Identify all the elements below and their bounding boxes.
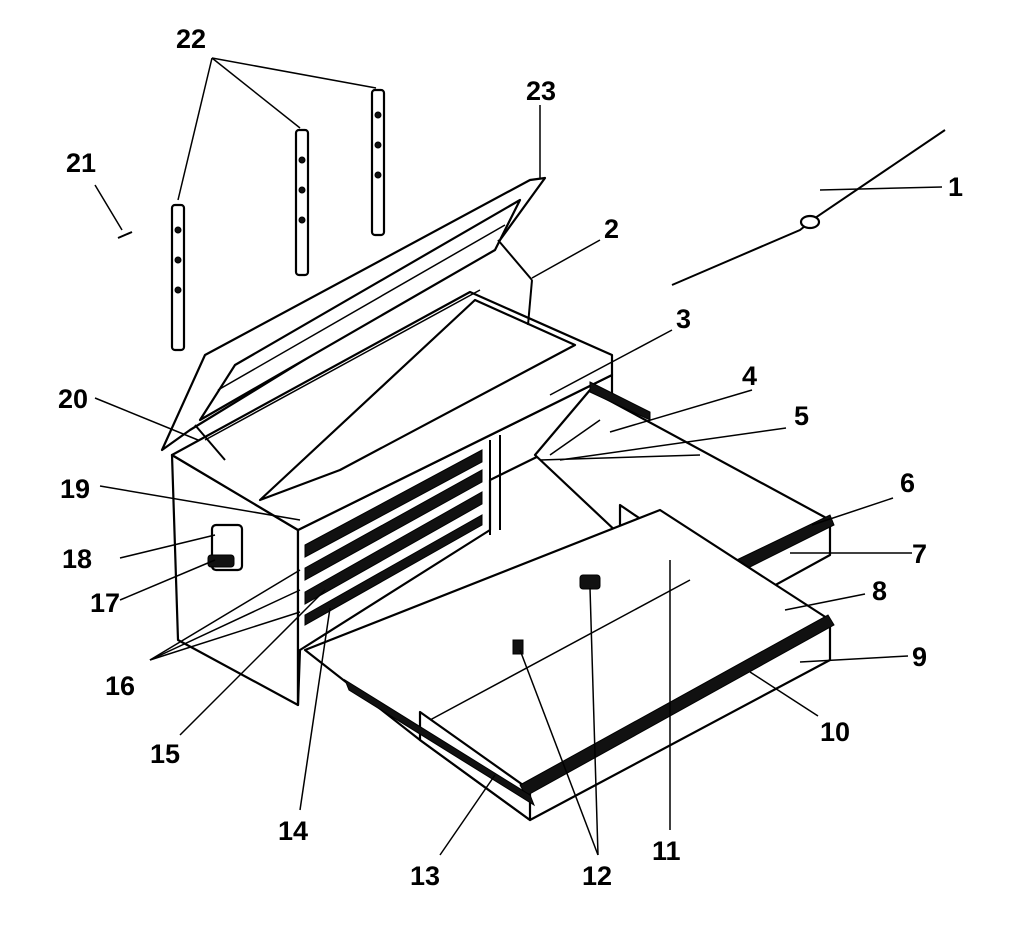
callout-5: 5 (794, 401, 809, 431)
callout-13: 13 (410, 861, 440, 891)
callout-6: 6 (900, 468, 915, 498)
chest-lid-inner (198, 198, 522, 422)
lid-cable (671, 129, 946, 286)
stay-strips (170, 88, 386, 352)
callout-22: 22 (176, 24, 206, 54)
callout-21: 21 (66, 148, 96, 178)
callout-19: 19 (60, 474, 90, 504)
callout-12: 12 (582, 861, 612, 891)
bottom-drawer (303, 508, 835, 822)
callout-4: 4 (742, 361, 757, 391)
screw (117, 231, 133, 239)
callout-17: 17 (90, 588, 120, 618)
callout-16: 16 (105, 671, 135, 701)
callout-15: 15 (150, 739, 180, 769)
side-handle (207, 523, 244, 572)
callout-18: 18 (62, 544, 92, 574)
callout-3: 3 (676, 304, 691, 334)
callout-8: 8 (872, 576, 887, 606)
callout-7: 7 (912, 539, 927, 569)
callout-1: 1 (948, 172, 963, 202)
tool-chest-illustration (117, 88, 946, 822)
callout-20: 20 (58, 384, 88, 414)
small-drawers (304, 449, 483, 626)
leader-lines (94, 57, 943, 856)
callout-23: 23 (526, 76, 556, 106)
callout-labels: 22 23 21 1 2 3 4 20 5 6 19 7 18 8 17 9 1… (58, 24, 963, 891)
callout-10: 10 (820, 717, 850, 747)
chest-top-tray (258, 298, 577, 502)
callout-9: 9 (912, 642, 927, 672)
callout-11: 11 (652, 836, 681, 866)
callout-14: 14 (278, 816, 308, 846)
callout-2: 2 (604, 214, 619, 244)
